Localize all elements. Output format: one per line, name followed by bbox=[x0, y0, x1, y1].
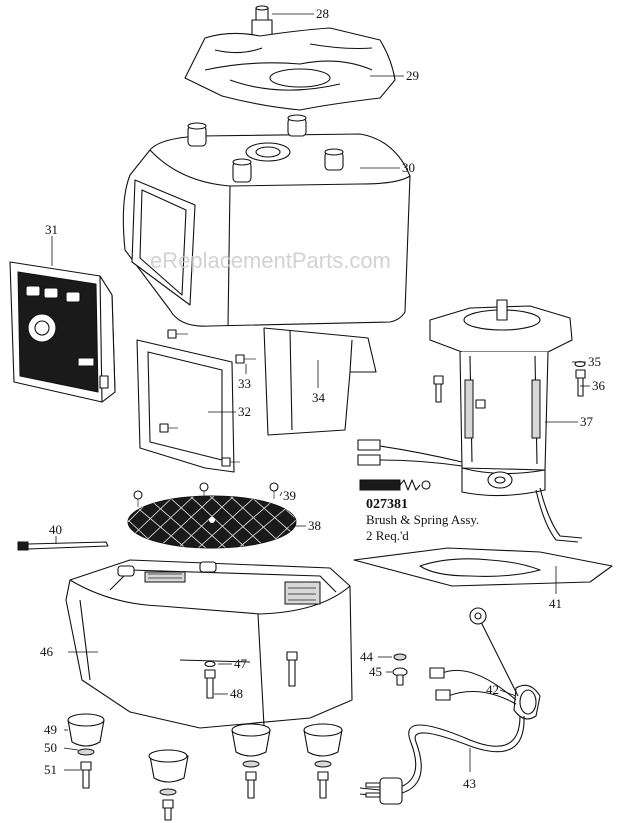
label-42: 42 bbox=[486, 682, 499, 697]
label-43: 43 bbox=[463, 776, 476, 791]
label-29: 29 bbox=[406, 68, 419, 83]
brush-callout: 027381 Brush & Spring Assy. 2 Req.'d bbox=[366, 497, 479, 543]
part-41-gasket-sheet bbox=[353, 547, 613, 587]
label-41: 41 bbox=[549, 596, 562, 611]
part-46-base bbox=[65, 559, 353, 729]
part-33-screws bbox=[159, 329, 256, 467]
label-44: 44 bbox=[360, 649, 374, 664]
label-28: 28 bbox=[316, 6, 329, 21]
label-35: 35 bbox=[588, 354, 601, 369]
part-labels: 28 29 30 31 32 33 34 35 36 37 38 39 40 4… bbox=[40, 6, 606, 791]
part-42-strain-relief bbox=[513, 684, 541, 720]
part-36-bolt bbox=[575, 369, 586, 397]
label-39: 39 bbox=[283, 488, 296, 503]
brush-description: Brush & Spring Assy. bbox=[366, 512, 479, 527]
part-45-screw bbox=[392, 667, 408, 686]
part-34-baffle bbox=[263, 327, 377, 436]
brush-part-number: 027381 bbox=[366, 497, 408, 512]
label-48: 48 bbox=[230, 686, 243, 701]
label-34: 34 bbox=[312, 390, 326, 405]
part-48-bolt bbox=[204, 651, 298, 699]
label-47: 47 bbox=[234, 656, 248, 671]
watermark: eReplacementParts.com bbox=[150, 248, 391, 273]
part-38-grille bbox=[127, 495, 297, 549]
part-50-washer bbox=[77, 748, 332, 796]
label-51: 51 bbox=[44, 762, 57, 777]
label-38: 38 bbox=[308, 518, 321, 533]
part-31-control-panel bbox=[9, 261, 116, 403]
brush-spring-assembly bbox=[359, 479, 431, 491]
label-33: 33 bbox=[238, 376, 251, 391]
label-45: 45 bbox=[369, 664, 382, 679]
label-46: 46 bbox=[40, 644, 54, 659]
motor-left-bolt bbox=[433, 375, 486, 409]
part-44-washer bbox=[393, 653, 407, 661]
label-40: 40 bbox=[49, 522, 62, 537]
part-37-motor bbox=[357, 299, 583, 543]
label-49: 49 bbox=[44, 722, 57, 737]
part-29-pad bbox=[184, 27, 396, 111]
part-40-cable-tie bbox=[17, 541, 109, 551]
label-30: 30 bbox=[402, 160, 415, 175]
label-31: 31 bbox=[45, 222, 58, 237]
part-47-washer bbox=[204, 660, 216, 668]
part-35-washer bbox=[574, 360, 586, 368]
brush-quantity: 2 Req.'d bbox=[366, 528, 409, 543]
part-43-power-cord bbox=[359, 607, 525, 805]
part-32-gasket bbox=[136, 339, 235, 473]
label-50: 50 bbox=[44, 740, 57, 755]
label-37: 37 bbox=[580, 414, 594, 429]
leader-lines bbox=[51, 13, 590, 772]
part-49-rubber-foot bbox=[67, 713, 343, 783]
part-30-housing bbox=[122, 114, 411, 327]
label-36: 36 bbox=[592, 378, 606, 393]
label-32: 32 bbox=[238, 404, 251, 419]
part-39-screws bbox=[133, 482, 279, 507]
part-51-bolt bbox=[80, 761, 329, 821]
